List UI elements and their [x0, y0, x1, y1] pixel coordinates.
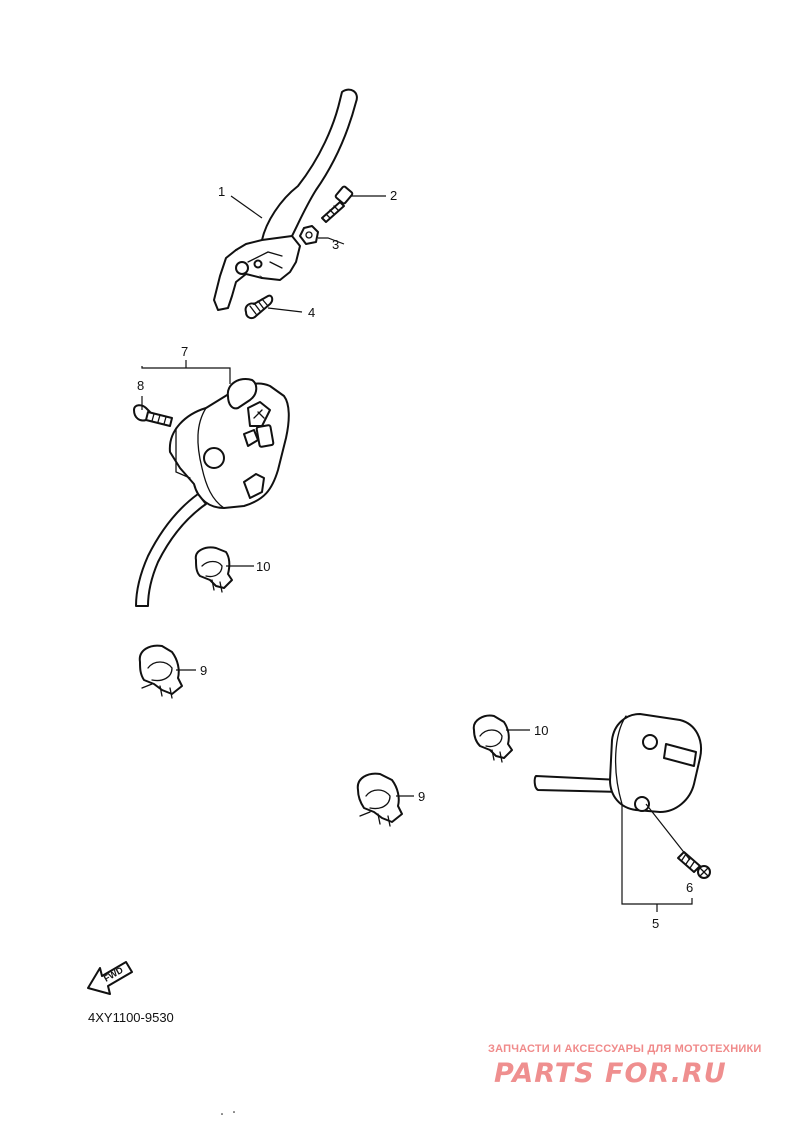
callout-10-lower: 10	[534, 723, 548, 738]
callout-7: 7	[181, 344, 188, 359]
left-switch-assembly-part-7	[135, 378, 290, 607]
callout-2: 2	[390, 188, 397, 203]
clamp-part-10-lower	[472, 714, 513, 763]
callout-5: 5	[652, 916, 659, 931]
watermark: ЗАПЧАСТИ И АКСЕССУАРЫ ДЛЯ МОТОТЕХНИКИ PA…	[488, 1043, 761, 1089]
nut-part-3	[299, 225, 319, 245]
callout-10-upper: 10	[256, 559, 270, 574]
lever-part-1	[213, 88, 358, 311]
callout-8: 8	[137, 378, 144, 393]
bolt-part-2	[321, 185, 354, 223]
spring-part-4	[244, 294, 274, 320]
callout-labels: 1 2 3 4 7 8 10 9 10 9 6 5	[137, 184, 693, 931]
specks	[221, 1111, 235, 1115]
screw-part-6	[677, 851, 711, 879]
callout-9-middle: 9	[418, 789, 425, 804]
watermark-subtitle: ЗАПЧАСТИ И АКСЕССУАРЫ ДЛЯ МОТОТЕХНИКИ	[488, 1043, 761, 1055]
callout-3: 3	[332, 237, 339, 252]
right-switch-assembly-part-5	[533, 713, 702, 813]
clamp-part-9-middle	[356, 772, 403, 827]
callout-1: 1	[218, 184, 225, 199]
clamp-part-10-upper	[194, 546, 233, 593]
fwd-arrow-icon: FWD	[87, 961, 133, 995]
callout-6: 6	[686, 880, 693, 895]
diagram-code: 4XY1100-9530	[88, 1010, 174, 1025]
watermark-brand: PARTS FOR.RU	[494, 1058, 727, 1089]
clamp-part-9-left	[138, 644, 183, 699]
callout-4: 4	[308, 305, 315, 320]
screw-part-8	[133, 404, 173, 427]
callout-9-left: 9	[200, 663, 207, 678]
leader-lines	[141, 195, 693, 912]
